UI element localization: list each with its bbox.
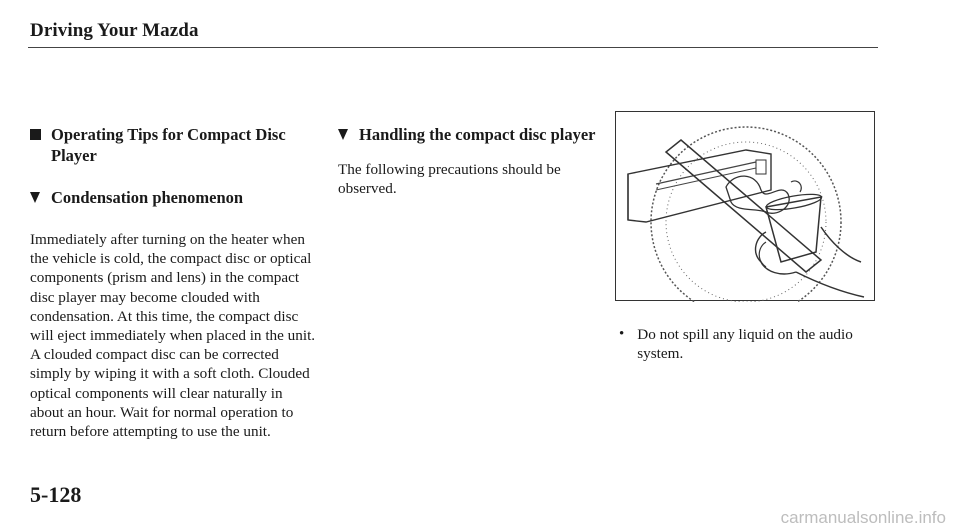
no-liquid-spill-illustration [615,111,875,302]
condensation-paragraph: Immediately after turning on the heater … [30,231,316,441]
subsection-heading-text: Handling the compact disc player [359,125,596,144]
watermark-text: carmanualsonline.info [780,508,946,527]
header-divider [28,47,878,48]
right-column: • Do not spill any liquid on the audio s… [615,111,877,363]
list-item: • Do not spill any liquid on the audio s… [615,325,877,363]
page-number: 5-128 [30,482,82,507]
page-header-title: Driving Your Mazda [30,20,199,41]
subsection-heading-handling: Handling the compact disc player [338,124,600,145]
left-column: Operating Tips for Compact Disc Player C… [30,124,320,441]
subsection-heading-text: Condensation phenomenon [51,188,244,207]
section-heading-text: Operating Tips for Compact Disc Player [51,125,286,165]
no-liquid-spill-icon [627,126,865,302]
bullet-dot-icon: • [619,326,625,342]
bullet-text: Do not spill any liquid on the audio sys… [637,326,853,363]
triangle-bullet-icon [338,129,348,140]
middle-column: Handling the compact disc player The fol… [338,124,600,198]
square-bullet-icon [30,129,41,140]
subsection-heading-condensation: Condensation phenomenon [30,187,320,208]
handling-paragraph: The following precautions should be obse… [338,161,561,198]
section-heading: Operating Tips for Compact Disc Player [30,124,320,166]
triangle-bullet-icon [30,192,40,203]
